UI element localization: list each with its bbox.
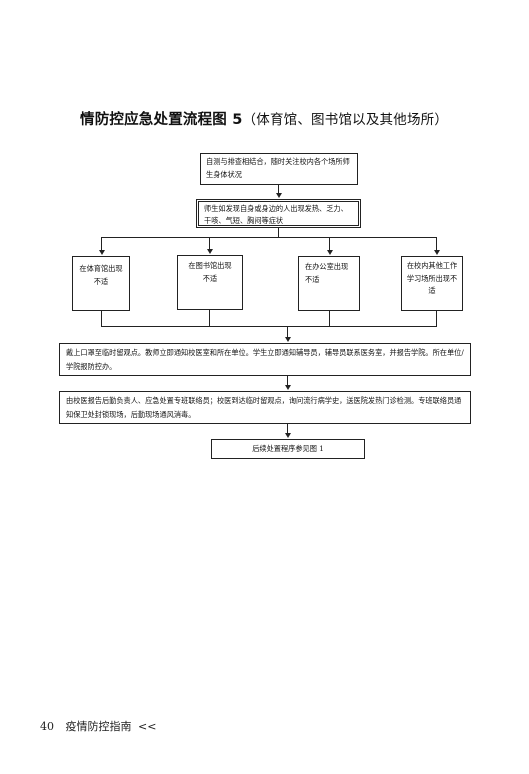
flow-step-monitoring-text: 自测与排查相结合，随时关注校内各个场所师生身体状况 xyxy=(206,157,350,179)
flow-step-follow-up: 后续处置程序参见图 1 xyxy=(211,439,365,459)
branch-other-workplace: 在校内其他工作学习场所出现不适 xyxy=(401,256,463,311)
branch-arrow xyxy=(98,250,105,255)
page-title: 情防控应急处置流程图 5（体育馆、图书馆以及其他场所） xyxy=(80,108,460,129)
flow-step-follow-up-text: 后续处置程序参见图 1 xyxy=(252,444,324,453)
connector-line xyxy=(287,424,289,434)
flow-step-isolation: 戴上口罩至临时留观点。教师立即通知校医室和所在单位。学生立即通知辅导员，辅导员联… xyxy=(59,343,471,376)
branch-library-text: 在图书馆出现不适 xyxy=(188,261,232,283)
title-subtitle: （体育馆、图书馆以及其他场所） xyxy=(242,112,449,128)
connector-arrow xyxy=(284,433,291,438)
branch-arrow xyxy=(326,250,333,255)
connector-arrow xyxy=(284,385,291,390)
connector-line xyxy=(278,228,280,237)
page-footer: 40 疫情防控指南 << xyxy=(40,718,156,734)
branch-gymnasium: 在体育馆出现不适 xyxy=(72,256,130,311)
branch-drop-line xyxy=(101,237,103,251)
connector-line xyxy=(287,376,289,386)
guide-title: 疫情防控指南 xyxy=(65,720,132,733)
connector-line xyxy=(278,185,280,194)
connector-line xyxy=(287,326,289,338)
branch-drop-line xyxy=(329,237,331,251)
branch-arrow xyxy=(206,249,213,254)
flow-step-monitoring: 自测与排查相结合，随时关注校内各个场所师生身体状况 xyxy=(200,153,358,185)
branch-split-line xyxy=(101,237,437,239)
title-main: 情防控应急处置流程图 5 xyxy=(80,112,243,128)
branch-rise-line xyxy=(101,311,103,326)
flow-step-symptoms: 师生如发现自身或身边的人出现发热、乏力、干咳、气短、胸闷等症状 xyxy=(196,199,361,228)
page-number: 40 xyxy=(40,720,54,733)
branch-drop-line xyxy=(436,237,438,251)
flow-step-isolation-text: 戴上口罩至临时留观点。教师立即通知校医室和所在单位。学生立即通知辅导员，辅导员联… xyxy=(66,348,464,371)
connector-arrow xyxy=(284,337,291,342)
branch-library: 在图书馆出现不适 xyxy=(177,255,243,310)
flow-step-medical-response: 由校医报告后勤负责人、应急处置专班联络员；校医到达临时留观点，询问流行病学史，送… xyxy=(59,391,471,424)
flow-step-medical-response-text: 由校医报告后勤负责人、应急处置专班联络员；校医到达临时留观点，询问流行病学史，送… xyxy=(66,396,462,419)
branch-rise-line xyxy=(209,310,211,326)
connector-arrow xyxy=(275,193,282,198)
branch-office-text: 在办公室出现不适 xyxy=(305,262,349,284)
branch-rise-line xyxy=(436,311,438,326)
branch-arrow xyxy=(433,250,440,255)
branch-other-workplace-text: 在校内其他工作学习场所出现不适 xyxy=(406,261,458,295)
branch-office: 在办公室出现不适 xyxy=(298,256,360,311)
chevron-left-icon: << xyxy=(138,720,157,733)
flow-step-symptoms-text: 师生如发现自身或身边的人出现发热、乏力、干咳、气短、胸闷等症状 xyxy=(204,204,348,225)
branch-drop-line xyxy=(209,237,211,250)
branch-gymnasium-text: 在体育馆出现不适 xyxy=(79,264,123,286)
branch-merge-line xyxy=(101,326,437,328)
branch-rise-line xyxy=(329,311,331,326)
